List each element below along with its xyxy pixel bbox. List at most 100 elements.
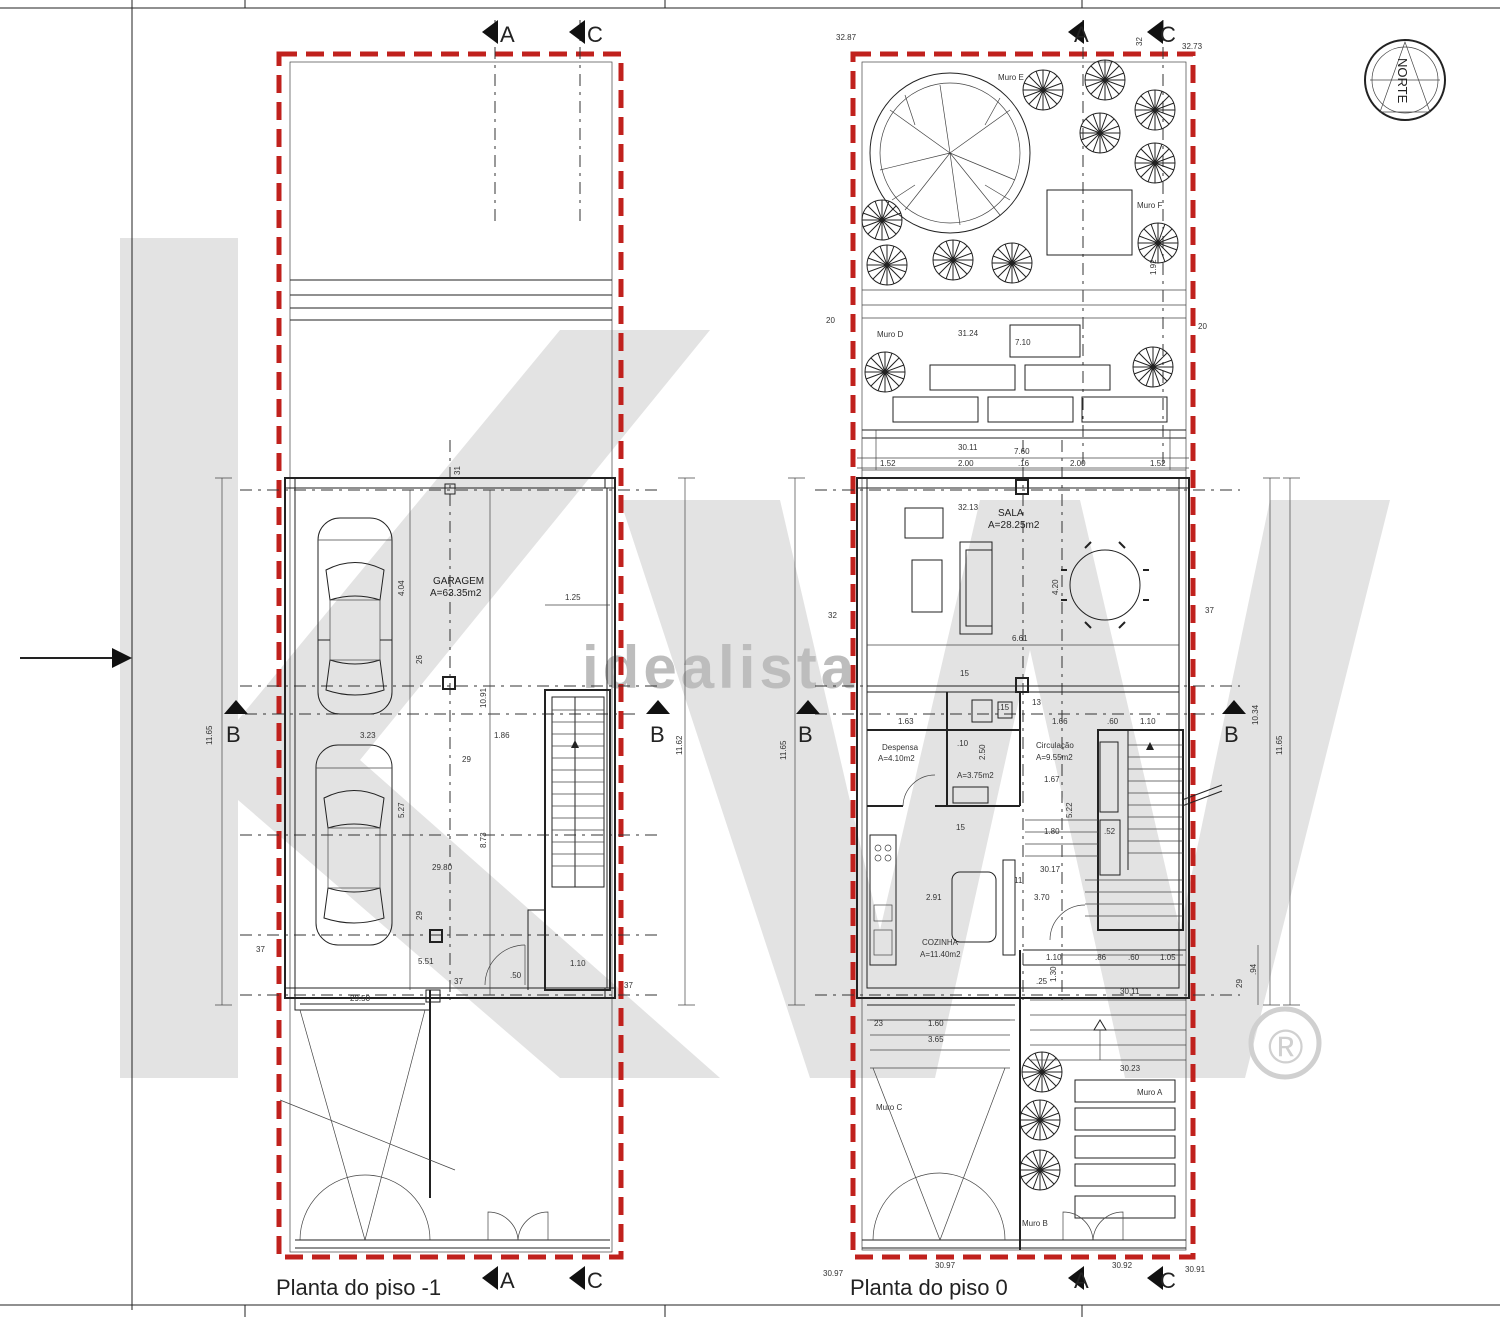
property-boundary <box>276 51 624 1260</box>
dim-2-91: 2.91 <box>926 893 942 902</box>
room-name-circulacao: Circulação <box>1036 741 1074 750</box>
dim-2-50: 2.50 <box>978 744 987 760</box>
corner-level-tr: 32.73 <box>1182 42 1203 51</box>
level-30-11-b: 30.11 <box>1120 987 1140 996</box>
dim-1-10-b: 1.10 <box>1046 953 1062 962</box>
dim-2-00-b: 2.00 <box>1070 459 1086 468</box>
registered-mark: ® <box>1268 1021 1303 1074</box>
dim-8-73: 8.73 <box>479 832 488 848</box>
dim-10: .10 <box>957 739 969 748</box>
dim-2-00-a: 2.00 <box>958 459 974 468</box>
north-label: NORTE <box>1395 58 1410 104</box>
dim-20-b: 20 <box>1198 322 1207 331</box>
section-mark-a-top-right: A <box>1074 22 1089 47</box>
corner-level-tl: 32.87 <box>836 33 857 42</box>
wall-label-muro-d: Muro D <box>877 330 903 339</box>
property-boundary-0 <box>850 51 1196 1260</box>
dim-6-61: 6.61 <box>1012 634 1028 643</box>
wall-label-muro-b: Muro B <box>1022 1219 1048 1228</box>
plan-title-minus1: Planta do piso -1 <box>276 1275 441 1300</box>
room-name-sala: SALA <box>998 508 1024 519</box>
dim-1-05: 1.05 <box>1160 953 1176 962</box>
dim-1-10-a: 1.10 <box>1140 717 1156 726</box>
level-30-92: 30.92 <box>1112 1261 1133 1270</box>
dim-37-b: 37 <box>454 977 463 986</box>
dim-52: .52 <box>1104 827 1116 836</box>
kw-watermark <box>120 238 1390 1078</box>
dim-1-52-a: 1.52 <box>880 459 896 468</box>
plan-piso-0 <box>788 20 1300 1290</box>
car-bottom <box>315 744 393 946</box>
wall-label-muro-c: Muro C <box>876 1103 902 1112</box>
registered-mark-ring <box>1248 1006 1322 1080</box>
dim-11: 11 <box>1014 876 1023 885</box>
section-mark-c-bottom-left: C <box>587 1268 603 1293</box>
level-31-24: 31.24 <box>958 329 979 338</box>
room-area-cozinha: A=11.40m2 <box>920 950 961 959</box>
dim-7-10: 7.10 <box>1015 338 1031 347</box>
section-mark-b-left-2: B <box>650 722 665 747</box>
dim-29-0: 29 <box>1235 979 1244 988</box>
dim-20-a: 20 <box>826 316 835 325</box>
dim-1-25: 1.25 <box>565 593 581 602</box>
level-30-11: 30.11 <box>958 443 978 452</box>
dim-15-c: 15 <box>956 823 965 832</box>
dim-15-a: 15 <box>960 669 969 678</box>
dim-1-92: 1.92 <box>1149 259 1158 275</box>
dim-37-a: 37 <box>256 945 265 954</box>
room-name-garagem: GARAGEM <box>433 576 484 587</box>
dim-16: .16 <box>1018 459 1030 468</box>
dim-1-63: 1.63 <box>898 717 914 726</box>
wall-label-muro-a: Muro A <box>1137 1088 1163 1097</box>
corner-level-bl: 30.97 <box>823 1269 844 1278</box>
north-arrow: NORTE <box>1364 39 1446 121</box>
dim-37-0: 37 <box>1205 606 1214 615</box>
level-32-13: 32.13 <box>958 503 979 512</box>
section-mark-b-right-2: B <box>1224 722 1239 747</box>
level-30-23: 30.23 <box>1120 1064 1141 1073</box>
dim-3-23: 3.23 <box>360 731 376 740</box>
section-mark-b-right-1: B <box>798 722 813 747</box>
dim-3-65: 3.65 <box>928 1035 944 1044</box>
dim-5-22: 5.22 <box>1065 802 1074 818</box>
section-mark-a-bottom-right: A <box>1074 1268 1089 1293</box>
dim-1-52-b: 1.52 <box>1150 459 1166 468</box>
dim-overall-left-0: 11.65 <box>779 740 788 760</box>
section-mark-a-bottom-left: A <box>500 1268 515 1293</box>
dim-37-c: 37 <box>624 981 633 990</box>
dim-15-b: .15 <box>998 703 1010 712</box>
room-area-despensa: A=4.10m2 <box>878 754 915 763</box>
car-top <box>317 517 393 715</box>
dim-10-34: 10.34 <box>1251 704 1260 725</box>
dim-29-b: 29 <box>415 911 424 920</box>
idealista-watermark: idealista <box>582 634 858 701</box>
dim-1-67: 1.67 <box>1044 775 1060 784</box>
dim-1-86: 1.86 <box>494 731 510 740</box>
dim-overall-left-m1: 11.65 <box>205 725 214 745</box>
room-name-cozinha: COZINHA <box>922 938 959 947</box>
dim-1-30: 1.30 <box>1049 966 1058 982</box>
section-mark-c-top-left: C <box>587 22 603 47</box>
dim-25: .25 <box>1036 977 1048 986</box>
section-mark-a-top-left: A <box>500 22 515 47</box>
room-name-despensa: Despensa <box>882 743 919 752</box>
dim-1-10-m1: 1.10 <box>570 959 586 968</box>
plan-piso-minus1 <box>215 20 695 1290</box>
room-area-garagem: A=63.35m2 <box>430 588 482 599</box>
dim-1-60: 1.60 <box>928 1019 944 1028</box>
dim-3-70: 3.70 <box>1034 893 1050 902</box>
dim-23: 23 <box>874 1019 883 1028</box>
level-30-97: 30.97 <box>935 1261 956 1270</box>
dim-10-91: 10.91 <box>479 687 488 708</box>
level-29-50: 29.50 <box>350 994 371 1003</box>
dim-29-a: 29 <box>462 755 471 764</box>
dim-94: .94 <box>1249 963 1258 975</box>
dim-1-66: 1.66 <box>1052 717 1068 726</box>
dim-60-b: .60 <box>1128 953 1140 962</box>
section-mark-b-left-1: B <box>226 722 241 747</box>
dim-1-80: 1.80 <box>1044 827 1060 836</box>
dim-31: 31 <box>453 466 462 475</box>
section-mark-c-top-right: C <box>1160 22 1176 47</box>
